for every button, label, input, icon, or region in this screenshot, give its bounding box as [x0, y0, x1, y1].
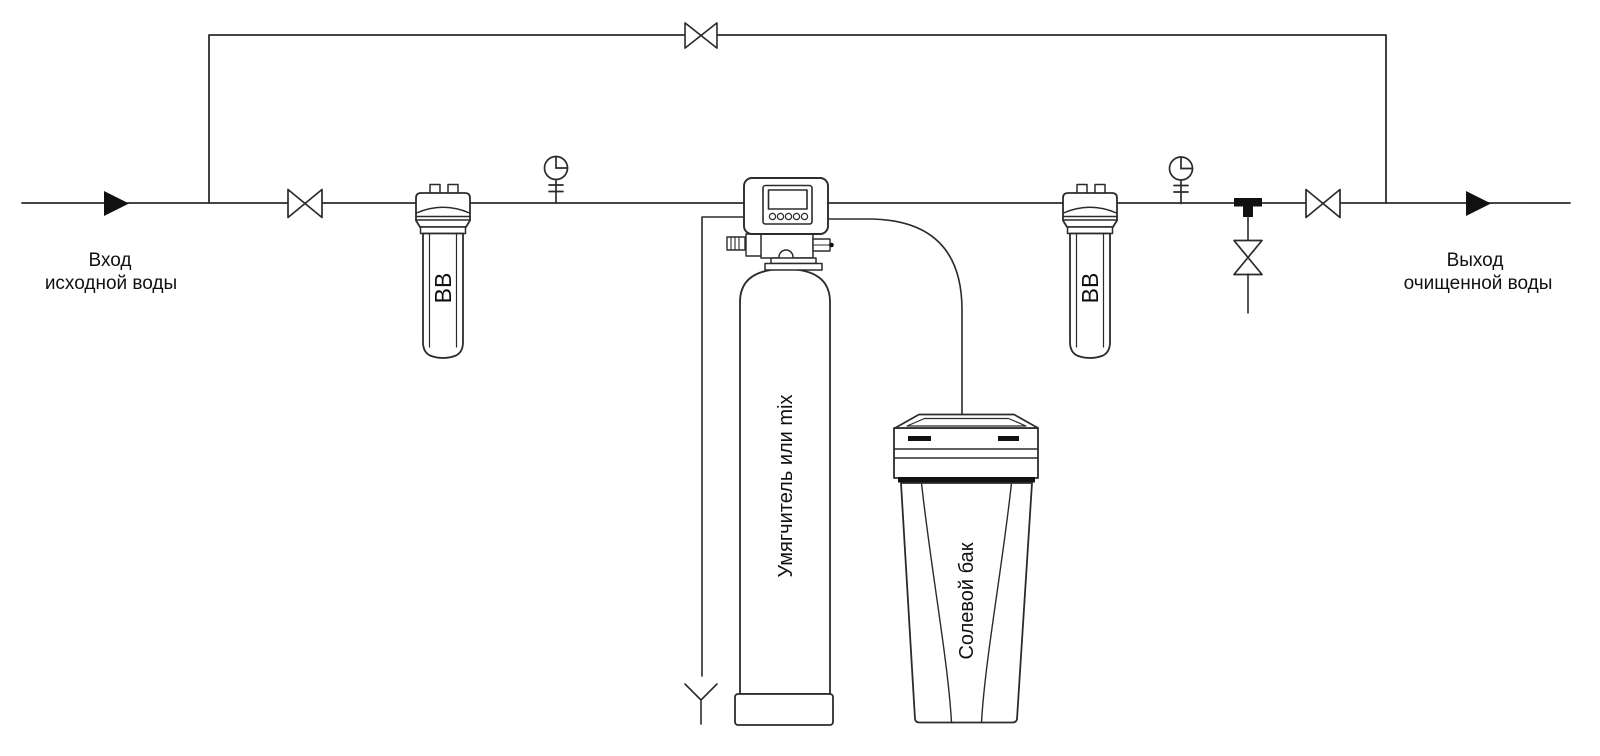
brine-tank-lid-top: [894, 413, 1039, 429]
bypass-valve-icon: [684, 22, 718, 49]
postfilter-bb-housing: [1062, 183, 1118, 359]
postfilter-label: BB: [1077, 273, 1103, 304]
injector-fitting-icon: [726, 236, 746, 251]
softener-label: Умягчитель или mix: [775, 395, 797, 578]
softener-tank-base: [734, 693, 834, 726]
drain-line: [684, 216, 746, 725]
controller-display: [767, 189, 808, 210]
outlet-label-line1: Выход: [1447, 250, 1504, 271]
outlet-shutoff-valve-icon: [1305, 188, 1341, 219]
prefilter-bb-housing: [415, 183, 471, 359]
brine-line: [827, 218, 963, 415]
pressure-gauge-icon-left: [543, 155, 569, 204]
tap-valve-icon: [1233, 239, 1263, 276]
prefilter-label: BB: [430, 273, 456, 304]
inlet-flow-arrow-icon: [104, 191, 129, 216]
tap-stem: [1243, 206, 1253, 217]
softener-control-valve: [726, 177, 834, 271]
brine-tank-body: [900, 482, 1033, 724]
sampling-tap: [1233, 198, 1263, 314]
lid-rim-band: [898, 477, 1035, 483]
brine-tank-lid-band: [893, 427, 1039, 479]
bypass-pipe: [208, 34, 1387, 204]
lid-handle-slot-icon: [908, 436, 931, 441]
inlet-shutoff-valve-icon: [287, 188, 323, 219]
drain-funnel-icon: [684, 683, 718, 725]
drain-pipe: [701, 216, 746, 677]
tap-tee-icon: [1234, 198, 1262, 207]
pressure-gauge-icon-right: [1168, 156, 1194, 205]
controller-buttons: [768, 212, 809, 221]
lid-handle-slot-icon: [998, 436, 1019, 441]
drain-fitting-icon: [812, 238, 834, 252]
inlet-label-line1: Вход: [89, 250, 132, 271]
brine-tank-contour-lines: [920, 482, 1013, 724]
brine-tank-lid-inner: [906, 417, 1027, 427]
outlet-flow-arrow-icon: [1466, 191, 1491, 216]
brine-tank: [893, 413, 1039, 724]
valve-lower-left-block: [745, 233, 763, 257]
inlet-label-line2: исходной воды: [45, 273, 177, 294]
brine-tank-label: Солевой бак: [956, 542, 978, 659]
tank-flange-lower: [764, 262, 823, 271]
outlet-label-line2: очищенной воды: [1404, 273, 1553, 294]
tank-flange-upper: [770, 257, 817, 265]
